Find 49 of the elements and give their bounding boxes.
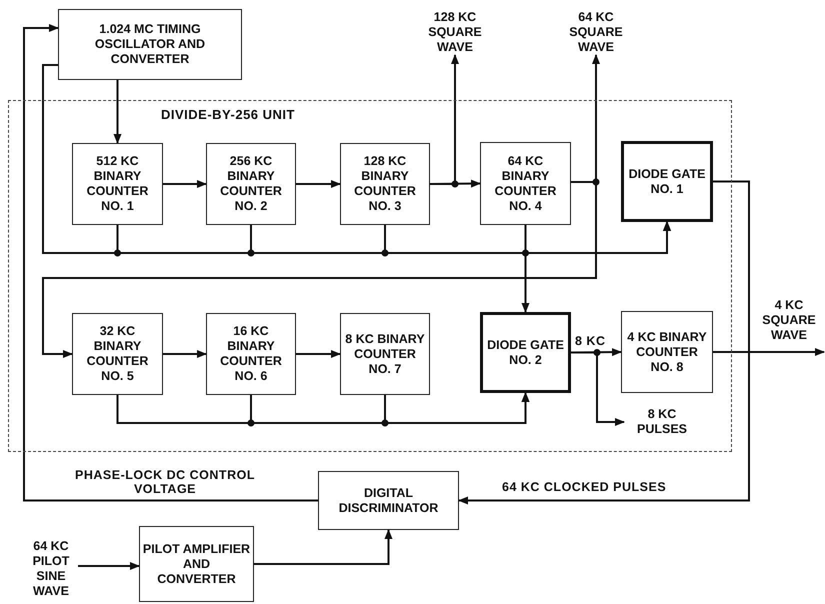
process-box	[72, 143, 163, 225]
signal-line	[430, 54, 459, 185]
node-text: 8 KC PULSES	[636, 407, 688, 437]
signal-line	[571, 352, 625, 426]
unit-boundary	[8, 100, 732, 452]
node-text: 8 KC BINARY COUNTER NO. 7	[344, 332, 426, 376]
signal-line	[114, 80, 122, 144]
node-text: 16 KC BINARY COUNTER NO. 6	[219, 324, 283, 384]
signal-line	[23, 24, 318, 502]
signal-line	[458, 180, 750, 504]
gate-box	[480, 312, 571, 393]
signal-line	[384, 392, 530, 424]
signal-line	[713, 348, 825, 356]
process-box	[139, 526, 254, 602]
process-box	[206, 313, 296, 395]
process-box	[480, 142, 571, 225]
node-text: 64 KC BINARY COUNTER NO. 4	[494, 154, 558, 214]
unit-heading: DIVIDE-BY-256 UNIT	[161, 107, 295, 123]
node-text: 64 KC PILOT SINE WAVE	[32, 539, 70, 599]
node-text: 128 KC SQUARE WAVE	[427, 10, 483, 55]
node-text: 32 KC BINARY COUNTER NO. 5	[86, 324, 150, 384]
node-text: 128 KC BINARY COUNTER NO. 3	[353, 154, 417, 214]
node-text: DIODE GATE NO. 2	[486, 338, 565, 368]
node-text: 512 KC BINARY COUNTER NO. 1	[86, 154, 150, 214]
process-box	[340, 313, 430, 395]
process-box	[621, 311, 713, 393]
signal-line	[254, 529, 392, 565]
edge-label: 8 KC	[573, 334, 608, 348]
node-text: DIODE GATE NO. 1	[628, 166, 706, 196]
node-text: 4 KC BINARY COUNTER NO. 8	[626, 330, 708, 374]
gate-box	[621, 141, 713, 222]
signal-line	[296, 180, 341, 188]
process-box	[72, 313, 163, 395]
node-text: 1.024 MC TIMING OSCILLATOR AND CONVERTER	[94, 22, 206, 67]
signal-line	[78, 562, 140, 570]
process-box	[206, 143, 296, 225]
process-box	[58, 9, 242, 80]
process-box	[318, 471, 459, 530]
node-text: DIGITAL DISCRIMINATOR	[338, 486, 440, 516]
node-text: 64 KC SQUARE WAVE	[568, 10, 624, 55]
node-text: 256 KC BINARY COUNTER NO. 2	[219, 154, 283, 214]
process-box	[340, 143, 430, 225]
edge-label: 64 KC CLOCKED PULSES	[500, 480, 668, 494]
signal-line	[163, 180, 207, 188]
node-text: 4 KC SQUARE WAVE	[761, 298, 817, 343]
signal-line	[296, 350, 341, 358]
signal-line	[163, 350, 207, 358]
node-text: PILOT AMPLIFIER AND CONVERTER	[142, 542, 251, 586]
signal-line	[42, 181, 597, 358]
